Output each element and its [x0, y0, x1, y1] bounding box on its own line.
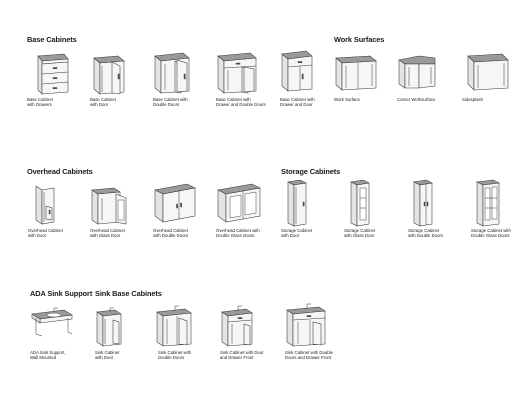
caption-sidesplash: Sidesplash — [462, 97, 484, 102]
base-cabinet-door-illustration — [93, 55, 125, 95]
ada-sink-support-illustration — [31, 307, 73, 337]
section-title-overhead-cabinets: Overhead Cabinets — [27, 167, 93, 176]
caption-sink-door-drawer: Sink Cabinet with Door and Drawer Front — [220, 350, 264, 361]
sink-cabinet-double-doors-drawer-front-illustration — [286, 303, 326, 347]
caption-overhead-double: Overhead Cabinet with Double Doors — [153, 228, 189, 239]
storage-cabinet-double-doors-illustration — [413, 179, 433, 227]
caption-storage-double-glass: Storage Cabinet with Double Glass Doors — [471, 228, 511, 239]
section-title-base-cabinets: Base Cabinets — [27, 35, 77, 44]
caption-base-drawer-double: Base Cabinet with Drawer and Double Door… — [216, 97, 266, 108]
section-title-ada-sink-support: ADA Sink Support — [30, 289, 93, 298]
caption-sink-door: Sink Cabinet with Door — [95, 350, 120, 361]
section-title-work-surfaces: Work Surfaces — [334, 35, 385, 44]
caption-base-drawers: Base Cabinet with Drawers — [27, 97, 53, 108]
overhead-cabinet-door-illustration — [35, 185, 55, 225]
work-surface-illustration — [335, 55, 377, 91]
sidesplash-illustration — [467, 53, 509, 91]
overhead-cabinet-glass-door-illustration — [91, 187, 127, 225]
caption-base-double: Base Cabinet with Double Doors — [153, 97, 188, 108]
caption-ada-wall: ADA Sink Support, Wall Mounted — [30, 350, 66, 361]
base-cabinet-drawers-illustration — [37, 53, 69, 95]
section-title-sink-base-cabinets: Sink Base Cabinets — [95, 289, 162, 298]
caption-sink-double-drawer: Sink Cabinet with Double Doors and Drawe… — [285, 350, 334, 361]
corner-worksurface-illustration — [398, 55, 436, 89]
overhead-cabinet-double-glass-doors-illustration — [217, 183, 261, 223]
base-cabinet-drawer-door-illustration — [281, 50, 313, 92]
caption-overhead-double-glass: Overhead Cabinet with Double Glass Doors — [216, 228, 260, 239]
storage-cabinet-glass-door-illustration — [350, 179, 370, 227]
caption-sink-double: Sink Cabinet with Double Doors — [158, 350, 192, 361]
base-cabinet-drawer-double-doors-illustration — [217, 52, 257, 94]
sink-cabinet-door-drawer-front-illustration — [221, 305, 253, 347]
caption-overhead-door: Overhead Cabinet with Door — [28, 228, 63, 239]
caption-work-surface: Work Surface — [334, 97, 360, 102]
sink-cabinet-door-illustration — [96, 307, 122, 347]
base-cabinet-double-doors-illustration — [154, 52, 190, 94]
caption-overhead-glass: Overhead Cabinet with Glass Door — [90, 228, 125, 239]
caption-storage-double: Storage Cabinet with Double Doors — [408, 228, 444, 239]
caption-storage-door: Storage Cabinet with Door — [281, 228, 313, 239]
section-title-storage-cabinets: Storage Cabinets — [281, 167, 341, 176]
storage-cabinet-double-glass-doors-illustration — [476, 179, 500, 227]
sink-cabinet-double-doors-illustration — [156, 305, 192, 347]
caption-base-drawer-door: Base Cabinet with Drawer and Door — [280, 97, 315, 108]
storage-cabinet-door-illustration — [287, 179, 307, 227]
overhead-cabinet-double-doors-illustration — [154, 183, 196, 223]
caption-base-door: Base Cabinet with Door — [90, 97, 116, 108]
caption-storage-glass: Storage Cabinet with Glass Door — [344, 228, 376, 239]
caption-corner-worksurface: Corner Worksurface — [397, 97, 436, 102]
